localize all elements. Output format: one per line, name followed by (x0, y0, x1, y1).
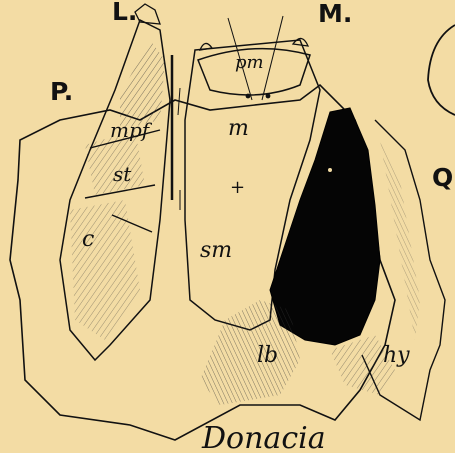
labium-hatch (200, 300, 300, 405)
label-l: L. (112, 0, 137, 26)
label-sm: sm (200, 238, 232, 263)
label-q: Q (432, 163, 453, 192)
label-pm: pm (235, 52, 264, 73)
label-c: c (82, 227, 94, 252)
plus-mark: + (230, 177, 245, 198)
palp-hatching-lower (70, 200, 140, 340)
label-p: P. (50, 77, 73, 106)
q-fragment (428, 25, 455, 115)
palp-hatching-upper (120, 40, 165, 130)
label-lb: lb (257, 343, 278, 368)
label-hy: hy (383, 343, 410, 368)
label-m: M. (318, 0, 352, 28)
label-mpf: mpf (110, 118, 153, 142)
caption-donacia: Donacia (201, 421, 326, 453)
label-st: st (113, 162, 132, 186)
label-m-part: m (228, 116, 249, 141)
